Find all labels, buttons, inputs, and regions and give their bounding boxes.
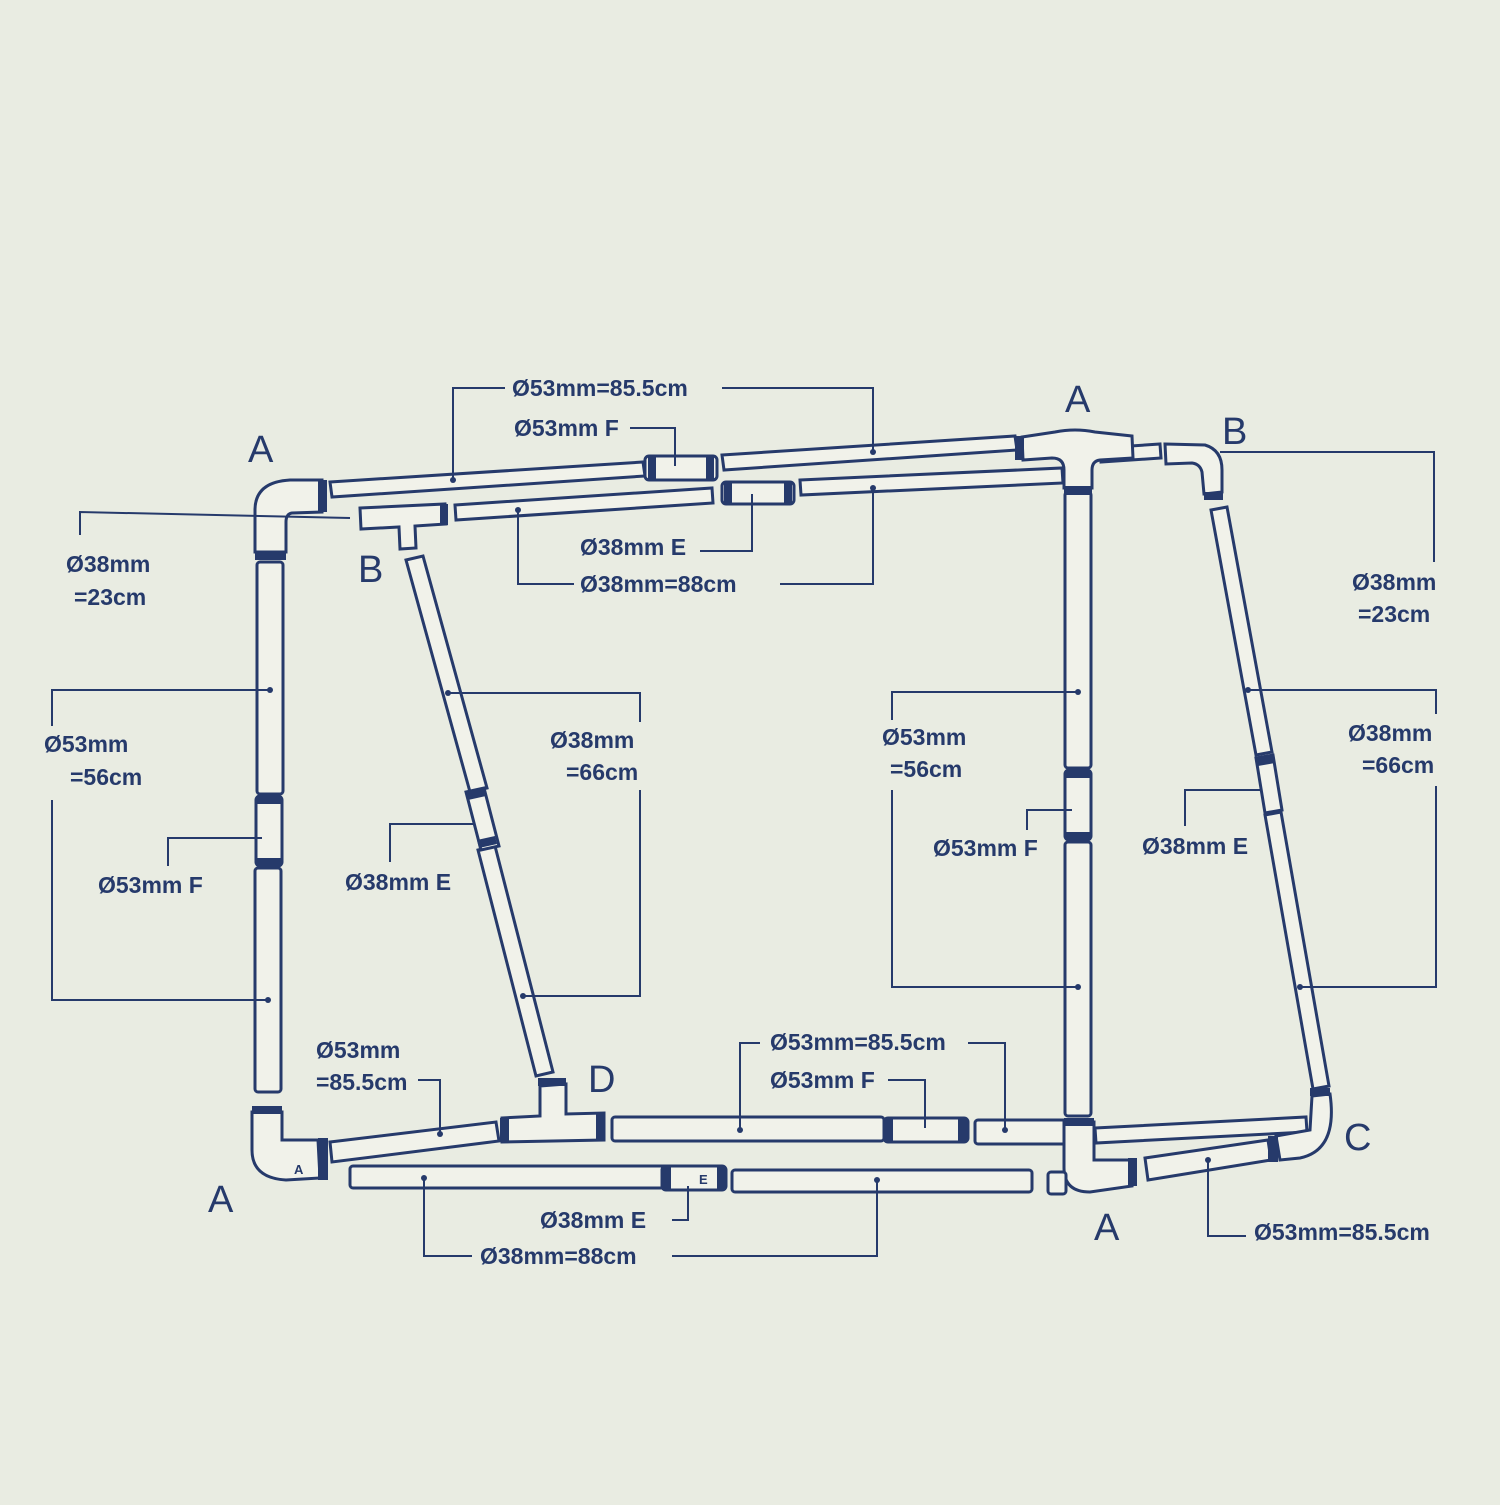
- label-bottom-left-tube-a: Ø53mm: [316, 1037, 400, 1063]
- connector-b-right: B: [1222, 411, 1247, 453]
- joint-a-bottom-left: [250, 1110, 322, 1182]
- connector-d: D: [588, 1059, 615, 1101]
- tube-top-front-right: [720, 434, 1019, 472]
- connector-a-bottom-left: A: [208, 1179, 234, 1221]
- tube-top-back-left: [453, 486, 715, 522]
- joint-e-left-diag: [464, 786, 501, 852]
- label-top-tube-38: Ø38mm=88cm: [580, 571, 737, 597]
- tube-left-diag-lower: [476, 844, 555, 1078]
- label-bottom-tube-38: Ø38mm=88cm: [480, 1243, 637, 1269]
- tube-mid-post-lower: [1063, 840, 1093, 1118]
- connector-a-bottom-right: A: [1094, 1207, 1120, 1249]
- label-top-tube-53: Ø53mm=85.5cm: [512, 375, 688, 401]
- label-mid-post-a: Ø53mm: [882, 724, 966, 750]
- label-right-diag-e: Ø38mm E: [1142, 833, 1248, 859]
- label-left-diag-e: Ø38mm E: [345, 869, 451, 895]
- label-bottom-mid-tube: Ø53mm=85.5cm: [770, 1029, 946, 1055]
- joint-f-top: [643, 454, 719, 482]
- label-right-short-a: Ø38mm: [1352, 569, 1436, 595]
- dimension-labels: Ø53mm=85.5cm Ø53mm F Ø38mm E Ø38mm=88cm …: [44, 375, 1436, 1269]
- connector-c: C: [1344, 1117, 1371, 1159]
- joint-a-top-left: [253, 478, 324, 554]
- tube-right-diag-upper: [1209, 505, 1274, 757]
- tube-left-post-upper: [255, 560, 285, 796]
- tube-top-back-right: [798, 466, 1065, 497]
- label-left-post-f: Ø53mm F: [98, 872, 203, 898]
- joint-d: [500, 1082, 606, 1144]
- tube-bottom-front-right: [973, 1118, 1075, 1146]
- label-bottom-mid-f: Ø53mm F: [770, 1067, 875, 1093]
- connector-e-mini: E: [699, 1172, 708, 1187]
- connector-a-top-right: A: [1065, 379, 1091, 421]
- label-left-diag-a: Ø38mm: [550, 727, 634, 753]
- label-bottom-right-tube: Ø53mm=85.5cm: [1254, 1219, 1430, 1245]
- tube-left-post-lower: [253, 866, 283, 1094]
- label-right-short-b: =23cm: [1358, 601, 1430, 627]
- label-top-joint-e: Ø38mm E: [580, 534, 686, 560]
- tube-top-front-left: [328, 460, 647, 499]
- joint-b-right: [1163, 442, 1224, 496]
- tube-bottom-front-mid: [610, 1115, 886, 1143]
- tube-bottom-back-right: [730, 1168, 1034, 1194]
- tube-right-diag-lower: [1263, 810, 1331, 1091]
- joints: [250, 428, 1333, 1196]
- label-right-diag-a: Ø38mm: [1348, 720, 1432, 746]
- tube-mid-post-upper: [1063, 490, 1093, 770]
- connector-letters: A A A A B B C D A E: [208, 379, 1371, 1249]
- tubes: [253, 434, 1331, 1194]
- joint-b-left: [358, 502, 448, 551]
- joint-e-top: [720, 480, 796, 506]
- connector-a-top-left: A: [248, 429, 274, 471]
- tube-left-diag-upper: [404, 554, 489, 794]
- joint-f-left-post: [254, 794, 284, 868]
- leader-lines: [51, 387, 1437, 1257]
- connector-b-left: B: [358, 549, 383, 591]
- label-mid-post-f: Ø53mm F: [933, 835, 1038, 861]
- label-mid-post-b: =56cm: [890, 756, 962, 782]
- label-bottom-left-tube-b: =85.5cm: [316, 1069, 407, 1095]
- label-left-short-a: Ø38mm: [66, 551, 150, 577]
- connector-a-mini: A: [294, 1162, 304, 1177]
- label-left-short-b: =23cm: [74, 584, 146, 610]
- joint-f-mid-post: [1063, 768, 1093, 842]
- label-top-joint-f: Ø53mm F: [514, 415, 619, 441]
- label-left-post-b: =56cm: [70, 764, 142, 790]
- tube-bottom-front-left: [328, 1120, 501, 1164]
- label-bottom-joint-e: Ø38mm E: [540, 1207, 646, 1233]
- label-left-post-a: Ø53mm: [44, 731, 128, 757]
- joint-a-top-right: [1020, 428, 1135, 490]
- label-right-diag-b: =66cm: [1362, 752, 1434, 778]
- label-left-diag-b: =66cm: [566, 759, 638, 785]
- tube-bottom-back-left: [348, 1164, 672, 1190]
- joint-e-bottom: [660, 1164, 728, 1192]
